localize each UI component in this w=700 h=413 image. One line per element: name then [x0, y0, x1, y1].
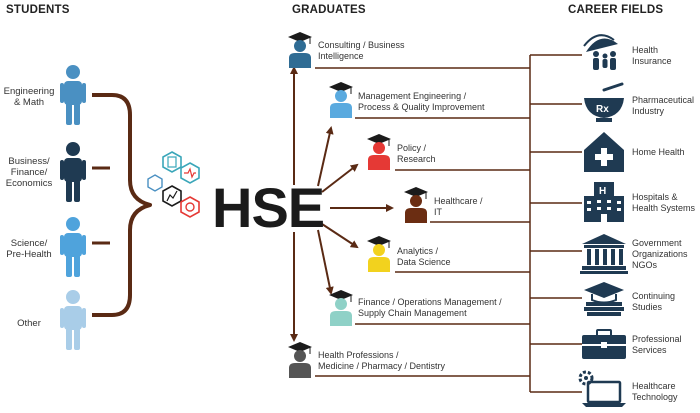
graduates-header: GRADUATES [292, 4, 366, 16]
student-label-business: Business/Finance/Economics [5, 156, 53, 189]
graduate-icon [366, 235, 392, 273]
career-label-hospitals: Hospitals &Health Systems [632, 192, 696, 213]
career-branch-lines [530, 54, 582, 393]
house-cross-icon [584, 132, 624, 172]
student-person-icon [60, 217, 86, 277]
student-person-icon [60, 142, 86, 202]
graduation-books-icon [584, 282, 624, 316]
student-label-science: Science/Pre-Health [6, 238, 52, 260]
graduate-icon [328, 289, 354, 327]
mortar-pestle-rx-icon: Rx [584, 82, 624, 122]
graduate-icon [366, 133, 392, 171]
graduate-label-analytics: Analytics /Data Science [397, 246, 451, 267]
graduate-label-management-engineering: Management Engineering /Process & Qualit… [358, 91, 485, 112]
hse-wordmark: HSE [212, 176, 325, 239]
student-person-icon [60, 65, 86, 125]
umbrella-family-icon [583, 34, 618, 70]
hospital-building-icon: H [584, 182, 624, 222]
student-label-other: Other [17, 318, 41, 329]
graduate-icon [403, 186, 429, 224]
svg-text:H: H [599, 186, 606, 197]
students-header: STUDENTS [6, 4, 70, 16]
hse-hexagon-cluster [147, 151, 200, 218]
graduate-label-finance-operations: Finance / Operations Management /Supply … [358, 297, 502, 318]
graduate-icon [287, 341, 313, 379]
graduate-label-healthcare-it: Healthcare /IT [434, 196, 483, 217]
graduate-icon [328, 81, 354, 119]
graduate-connector-lines [315, 67, 530, 377]
government-building-icon [580, 234, 628, 274]
student-person-icon [60, 290, 86, 350]
curly-brace [92, 93, 152, 317]
briefcase-icon [582, 329, 626, 359]
graduate-icon [287, 31, 313, 69]
svg-text:Rx: Rx [596, 104, 609, 115]
graduate-label-policy: Policy /Research [397, 143, 436, 164]
student-label-engineering: Engineering& Math [3, 86, 55, 108]
career-fields-header: CAREER FIELDS [568, 4, 664, 16]
career-label-home-health: Home Health [632, 147, 685, 157]
graduate-label-health-professions: Health Professions /Medicine / Pharmacy … [318, 350, 446, 371]
laptop-gear-icon [578, 370, 626, 407]
